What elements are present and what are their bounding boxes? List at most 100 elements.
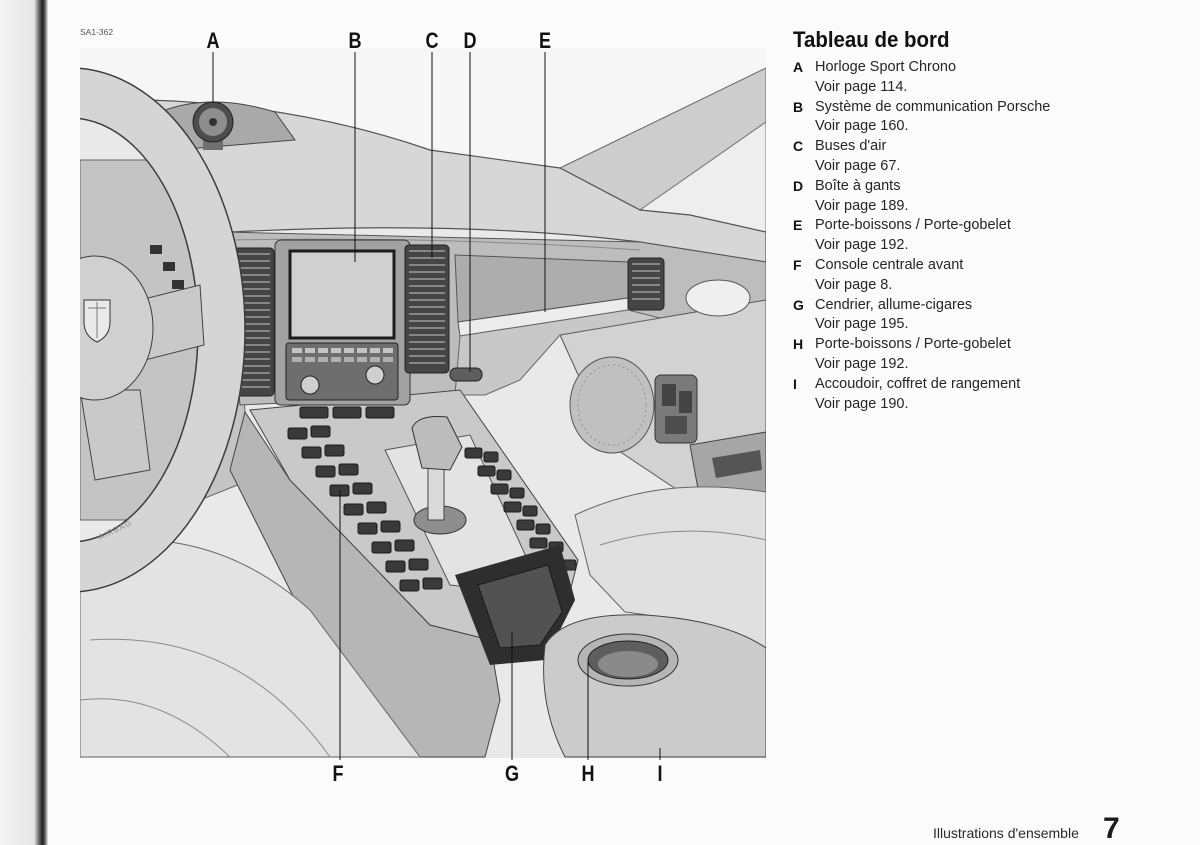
callout-h: H	[581, 762, 594, 786]
pcm-button	[292, 348, 302, 353]
legend-label: Porte-boissons / Porte-gobelet	[815, 217, 1011, 234]
legend-label: Porte-boissons / Porte-gobelet	[815, 336, 1011, 353]
wheel-button	[150, 245, 162, 254]
legend-item-e: E Porte-boissons / Porte-gobelet Voir pag…	[793, 216, 1153, 256]
pcm-button	[344, 348, 354, 353]
page-reference: Voir page 67.	[815, 157, 901, 174]
window-switch	[679, 391, 692, 413]
window-switch	[665, 416, 687, 434]
console-button	[324, 444, 345, 457]
page-number: 7	[1103, 812, 1120, 845]
callout-g: G	[505, 762, 519, 786]
callout-e: E	[539, 29, 551, 53]
console-button	[338, 463, 359, 476]
console-button	[464, 447, 483, 459]
console-button	[408, 558, 429, 571]
window-switch	[662, 384, 676, 406]
console-button	[422, 577, 443, 590]
pcm-button	[383, 357, 393, 362]
legend-key: E	[793, 217, 803, 234]
legend-key: I	[793, 375, 797, 392]
door-handle	[685, 279, 751, 317]
door-pull	[712, 450, 762, 478]
illustration-frame: AIRBAG	[80, 48, 766, 758]
callout-b: B	[348, 29, 361, 53]
legend-key: D	[793, 177, 804, 194]
console-button	[483, 451, 499, 463]
console-button	[496, 469, 512, 481]
console-button	[352, 482, 373, 495]
door-speaker	[569, 356, 655, 454]
page-reference: Voir page 114.	[815, 78, 908, 95]
callout-c: C	[425, 29, 438, 53]
console-button	[287, 427, 308, 440]
seat-seam	[89, 638, 331, 758]
pcm-button	[292, 357, 302, 362]
page-reference: Voir page 190.	[815, 395, 909, 412]
wheel-button	[172, 280, 184, 289]
page-binding-edge	[0, 0, 48, 845]
pcm-button	[383, 348, 393, 353]
armrest	[543, 614, 766, 758]
legend-key: C	[793, 138, 804, 155]
speaker-grille	[577, 364, 647, 446]
page-reference: Voir page 195.	[815, 316, 909, 333]
pcm-button	[357, 348, 367, 353]
console-button	[516, 519, 535, 531]
glove-box-handle	[449, 367, 483, 382]
pcm-button	[331, 357, 341, 362]
shifter-shaft	[427, 461, 445, 521]
legend-key: B	[793, 98, 804, 115]
console-button	[301, 446, 322, 459]
volume-knob	[300, 375, 320, 395]
console-button	[399, 579, 420, 592]
console-button	[299, 406, 329, 419]
console-button	[315, 465, 336, 478]
page-reference: Voir page 189.	[815, 197, 909, 214]
crest-detail	[88, 302, 106, 338]
console-button	[343, 503, 364, 516]
console-button	[332, 406, 362, 419]
console-button	[394, 539, 415, 552]
pcm-button	[370, 348, 380, 353]
legend-label: Buses d'air	[815, 138, 887, 155]
console-button	[477, 465, 496, 477]
legend-label: Console centrale avant	[815, 256, 964, 273]
pcm-button	[331, 348, 341, 353]
console-button	[380, 520, 401, 533]
console-button-group	[287, 406, 577, 592]
page-reference: Voir page 8.	[815, 276, 893, 293]
pcm-button	[370, 357, 380, 362]
legend-key: G	[793, 296, 804, 313]
ashtray-lid	[477, 564, 563, 649]
page-reference: Voir page 192.	[815, 237, 909, 254]
legend-label: Horloge Sport Chrono	[815, 59, 957, 75]
console-button	[535, 523, 551, 535]
legend-label: Cendrier, allume-cigares	[815, 296, 973, 313]
wheel-button	[163, 262, 175, 271]
legend-label: Accoudoir, coffret de rangement	[815, 375, 1021, 392]
page-reference: Voir page 160.	[815, 118, 909, 135]
console-button	[371, 541, 392, 554]
pcm-button	[344, 357, 354, 362]
pcm-button	[305, 348, 315, 353]
console-button	[522, 505, 538, 517]
console-button	[490, 483, 509, 495]
console-button	[529, 537, 548, 549]
air-vent-center-right	[404, 244, 450, 374]
console-button	[357, 522, 378, 535]
callout-a: A	[206, 29, 219, 53]
footer-section-title: Illustrations d'ensemble	[933, 825, 1079, 841]
console-button	[385, 560, 406, 573]
console-button	[509, 487, 525, 499]
pcm-button	[305, 357, 315, 362]
callout-labels: A B C D E F G H I	[206, 29, 662, 786]
pcm-button-group	[292, 348, 393, 362]
windshield	[80, 48, 766, 168]
callout-i: I	[657, 762, 662, 786]
